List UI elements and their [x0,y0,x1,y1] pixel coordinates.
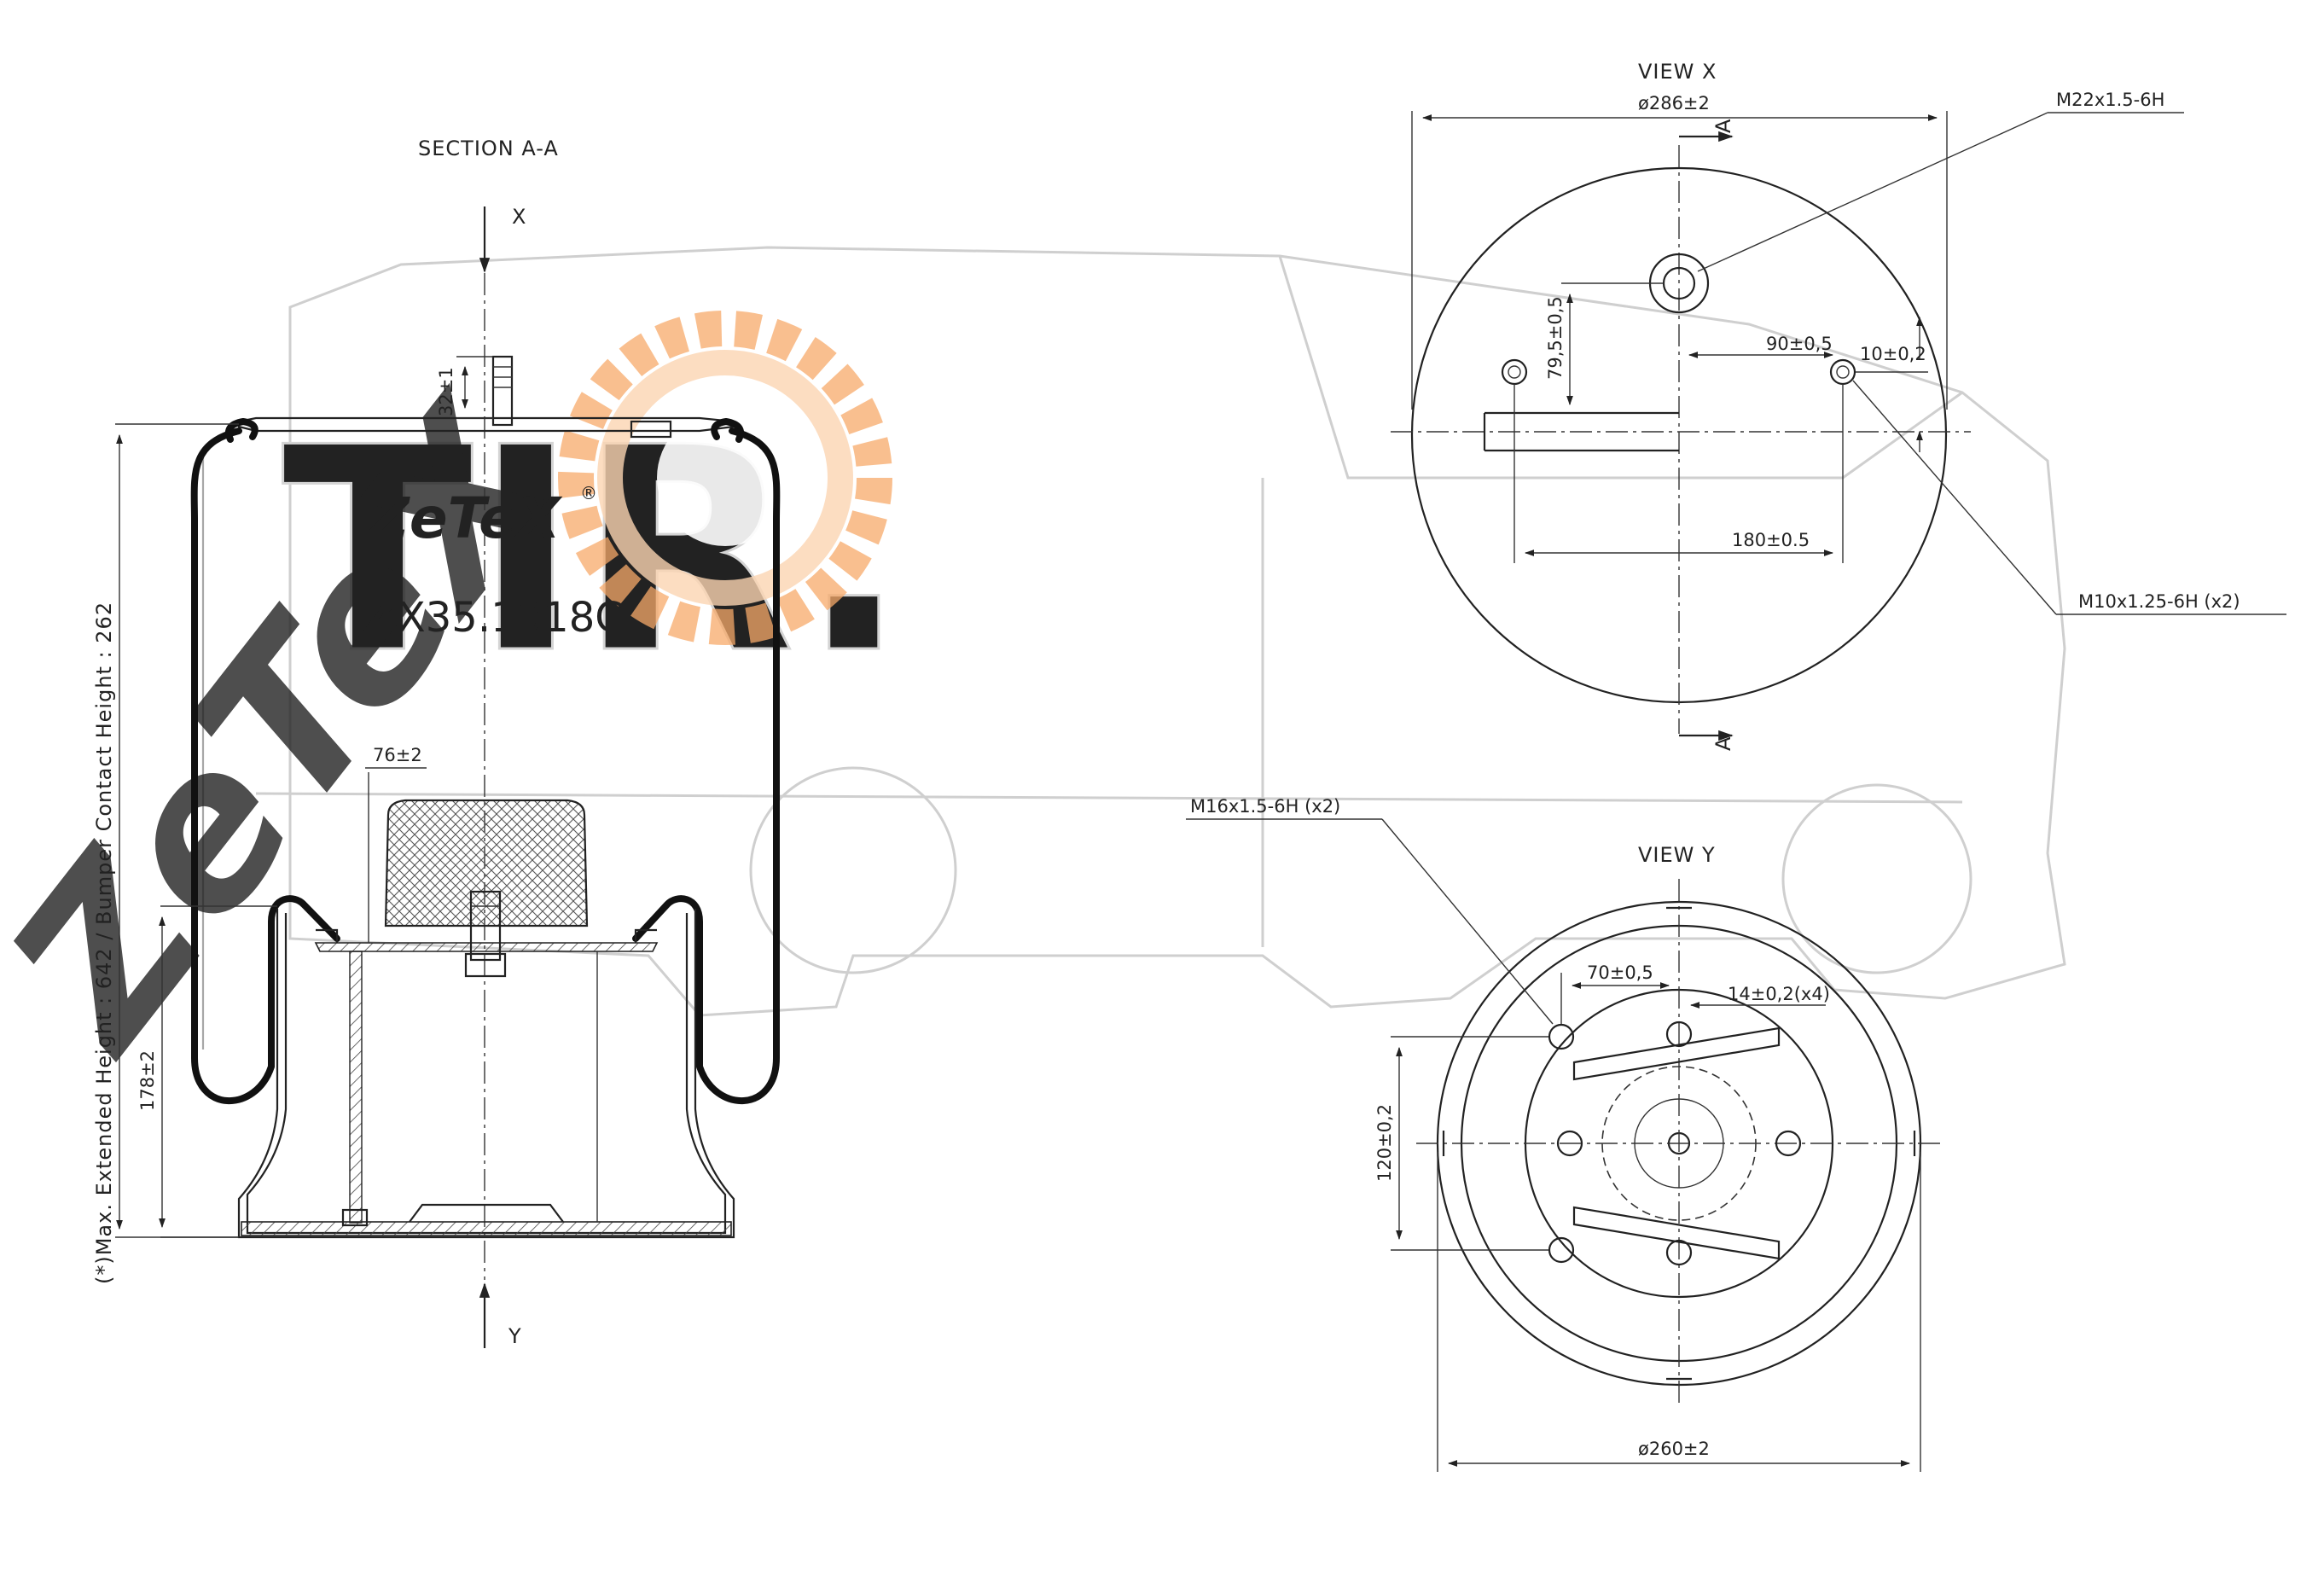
section-mark-top: A [1711,119,1735,133]
view-x: VIEW X A A ø286±2 M22x1.5-6H 79,5±0,5 90… [1391,60,2286,751]
view-y: VIEW Y 70±0,5 14±0,2(x4) 120±0,2 [1186,796,1945,1472]
dim-stud-spacing: 180±0.5 [1732,530,1810,550]
dim-y-h: 70±0,5 [1587,962,1653,983]
brand-logo: ZeTeX [367,486,563,551]
thread-studs-y: M16x1.5-6H (x2) [1190,796,1340,817]
dim-diameter-y: ø260±2 [1638,1439,1710,1459]
section-mark-bottom: A [1711,736,1735,751]
dim-offset-h: 90±0,5 [1766,334,1833,354]
height-note: (*)Max. Extended Height : 642 / Bumper C… [92,602,116,1284]
part-number: ZX35.1318C [369,594,624,642]
gear-icon [558,311,892,645]
thread-studs-x: M10x1.25-6H (x2) [2078,591,2240,612]
dim-bumper-width: 76±2 [373,745,422,765]
view-y-title: VIEW Y [1638,843,1716,867]
dim-stud-height: 32±1 [436,367,456,416]
arrow-x-label: X [512,205,526,229]
arrow-y-label: Y [508,1324,522,1348]
view-x-title: VIEW X [1638,60,1717,84]
dim-piston-height: 178±2 [137,1050,158,1111]
dim-y-v: 120±0,2 [1374,1104,1395,1182]
section-title: SECTION A-A [418,137,559,160]
dim-stud-offset: 10±0,2 [1860,344,1926,364]
section-view: SECTION A-A X Y [92,137,781,1348]
dim-diameter-x: ø286±2 [1638,93,1710,113]
dim-y-holes: 14±0,2(x4) [1728,984,1830,1004]
dim-offset-v: 79,5±0,5 [1545,296,1566,380]
thread-air: M22x1.5-6H [2056,90,2164,110]
registered-mark: ® [580,483,597,503]
